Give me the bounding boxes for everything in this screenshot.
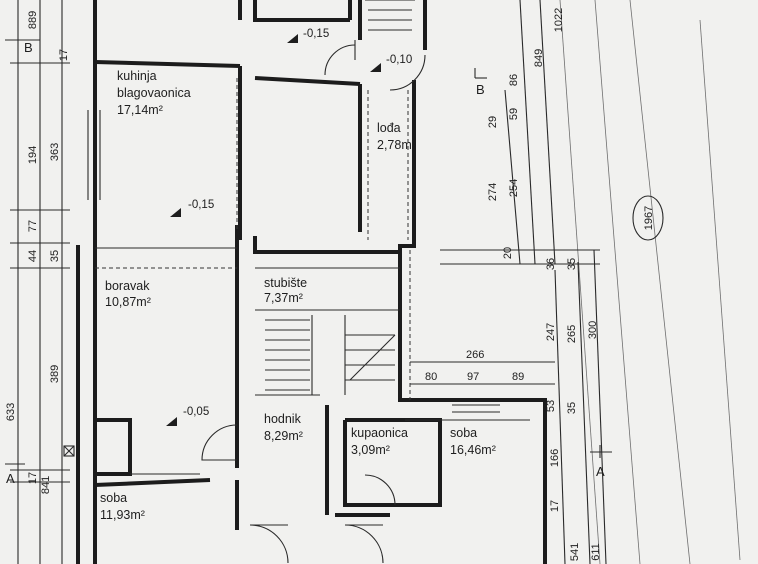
dim-89: 89: [512, 371, 524, 383]
dim-389: 389: [49, 365, 61, 383]
dim-80: 80: [425, 371, 437, 383]
level-top-stair: -0,10: [386, 54, 412, 66]
dim-541: 541: [569, 543, 581, 561]
section-labels: B B A A: [6, 40, 605, 486]
room-hodnik-area: 8,29m²: [264, 429, 303, 443]
room-kuhinja-label: kuhinja: [117, 69, 157, 83]
dim-35-mid: 35: [566, 402, 578, 414]
dim-77: 77: [27, 220, 39, 232]
room-soba-right-area: 16,46m²: [450, 443, 496, 457]
room-kupaonica-label: kupaonica: [351, 426, 408, 440]
doors: [201, 40, 426, 564]
stair-steps: [265, 0, 415, 391]
dim-265: 265: [566, 325, 578, 343]
section-a-right: A: [596, 464, 605, 479]
room-soba-right-label: soba: [450, 426, 477, 440]
dim-20: 20: [502, 247, 514, 259]
dim-166: 166: [549, 449, 561, 467]
room-hodnik-label: hodnik: [264, 412, 302, 426]
dim-363: 363: [49, 143, 61, 161]
dim-849: 849: [533, 49, 545, 67]
dim-633: 633: [5, 403, 17, 421]
left-dimension-labels: 889 17 194 363 77 44 35 389 633 17 841: [5, 11, 70, 494]
dim-247: 247: [545, 323, 557, 341]
dim-53: 53: [545, 400, 557, 412]
room-soba-left-label: soba: [100, 491, 127, 505]
dim-1967: 1967: [643, 206, 655, 230]
level-labels: -0,15 -0,10 -0,15 -0,05: [183, 28, 412, 418]
level-boravak: -0,05: [183, 406, 209, 418]
circle-1967-mark: [632, 195, 664, 241]
right-dimension-labels: 1022 849 86 29 59 274 254 20 1967 36 35 …: [487, 8, 655, 561]
dim-17-bottom: 17: [27, 472, 39, 484]
section-marks: [5, 39, 612, 465]
dim-86: 86: [508, 74, 520, 86]
dim-300: 300: [587, 321, 599, 339]
dim-35: 35: [49, 250, 61, 262]
dim-611: 611: [590, 543, 602, 561]
room-loda-area: 2,78m²: [377, 138, 416, 152]
survey-lines: [559, 0, 741, 564]
dim-1022: 1022: [553, 8, 565, 32]
left-dimension-lines: [10, 0, 70, 564]
level-markers: [166, 34, 381, 426]
room-boravak-label: boravak: [105, 279, 150, 293]
dim-36: 36: [545, 258, 557, 270]
dim-889: 889: [27, 11, 39, 29]
dim-194: 194: [27, 146, 39, 164]
room-kupaonica-area: 3,09m²: [351, 443, 390, 457]
interior-lines: [87, 110, 530, 475]
room-kuhinja-area: 17,14m²: [117, 103, 163, 117]
dim-841: 841: [40, 476, 52, 494]
horizontal-dimension-labels: 266 80 97 89: [425, 349, 524, 383]
room-boravak-area: 10,87m²: [105, 295, 151, 309]
dim-35-top: 35: [566, 258, 578, 270]
section-b-left: B: [24, 40, 33, 55]
dim-17: 17: [549, 500, 561, 512]
dim-254: 254: [508, 179, 520, 197]
dim-266: 266: [466, 349, 484, 361]
level-top-mid: -0,15: [303, 28, 329, 40]
dim-59: 59: [508, 108, 520, 120]
dim-274: 274: [487, 183, 499, 201]
room-kuhinja-label-2: blagovaonica: [117, 86, 191, 100]
room-stubiste-label: stubište: [264, 276, 307, 290]
dim-97: 97: [467, 371, 479, 383]
section-b-right: B: [476, 82, 485, 97]
walls: [76, 0, 547, 564]
room-loda-label: lođa: [377, 121, 401, 135]
right-dimension-lines: [410, 0, 607, 564]
section-a-left: A: [6, 471, 15, 486]
level-kuhinja: -0,15: [188, 199, 214, 211]
dim-44: 44: [27, 250, 39, 262]
marker-box: [63, 445, 75, 457]
room-labels: kuhinja blagovaonica 17,14m² lođa 2,78m²…: [100, 69, 496, 522]
room-stubiste-area: 7,37m²: [264, 291, 303, 305]
room-soba-left-area: 11,93m²: [100, 508, 145, 522]
dashed-lines: [95, 78, 411, 400]
dim-17-top: 17: [58, 49, 70, 61]
dim-29: 29: [487, 116, 499, 128]
